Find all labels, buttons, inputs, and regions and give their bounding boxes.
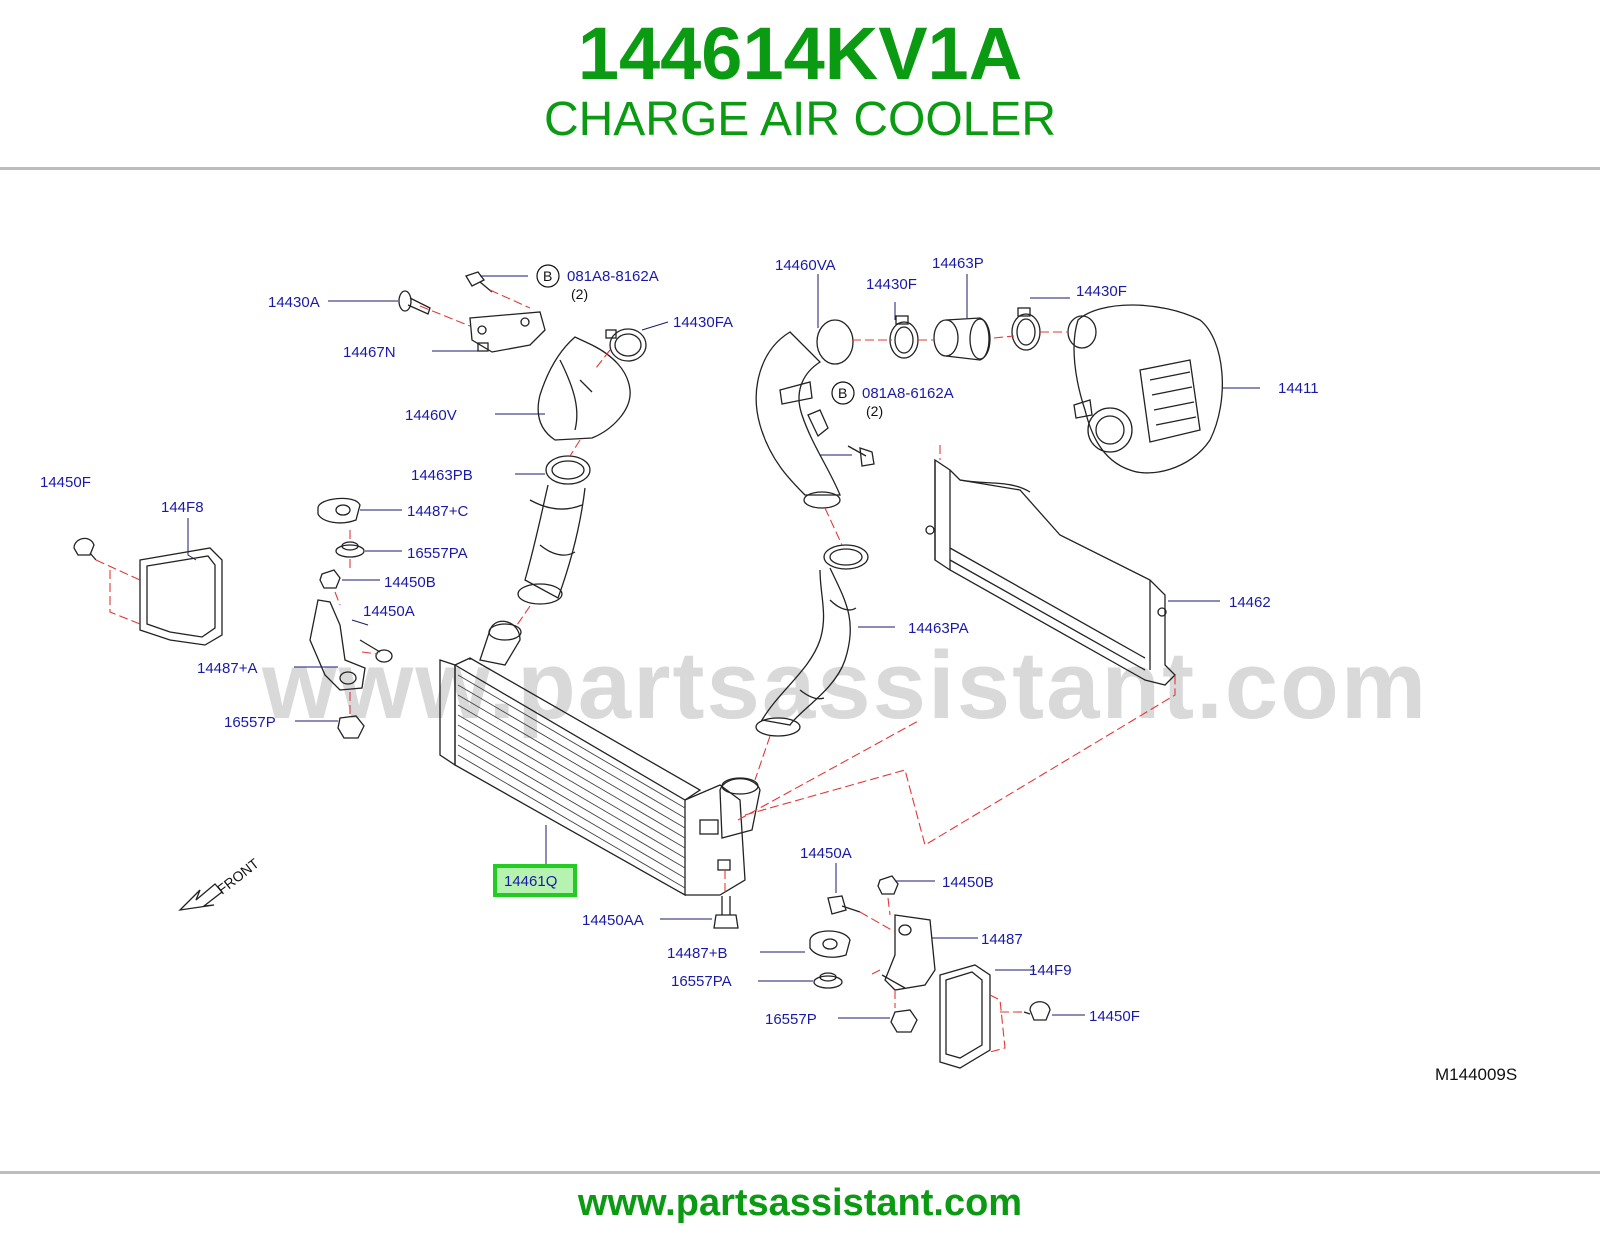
callout-144F9[interactable]: 144F9 — [1029, 962, 1072, 979]
charge-air-cooler-core — [439, 620, 761, 897]
callout-14450B-left[interactable]: 14450B — [384, 574, 436, 591]
callout-14430F-a[interactable]: 14430F — [866, 276, 917, 293]
clamp-14430F-a — [889, 315, 919, 359]
front-arrow — [178, 883, 223, 911]
bolt-symbol-b-top-letter: B — [543, 268, 552, 284]
assembly-lines — [95, 289, 1176, 1053]
callout-16557P-right[interactable]: 16557P — [765, 1011, 817, 1028]
hose-14460V — [537, 336, 631, 441]
callout-14450A-right[interactable]: 14450A — [800, 845, 852, 862]
hose-14460VA — [755, 319, 854, 509]
diagram-reference-code: M144009S — [1435, 1065, 1517, 1084]
clamp-14430F-b — [1011, 307, 1041, 351]
bolt-14450A-right — [827, 895, 861, 915]
highlighted-callout-box[interactable]: 14461Q — [493, 864, 577, 897]
callout-14450AA[interactable]: 14450AA — [582, 912, 644, 929]
nut-14450B-right — [877, 875, 899, 895]
gasket-14487C — [317, 497, 361, 524]
callout-14463PB[interactable]: 14463PB — [411, 467, 473, 484]
callout-14462[interactable]: 14462 — [1229, 594, 1271, 611]
clamp-14430FA — [605, 328, 647, 362]
callout-14463P[interactable]: 14463P — [932, 255, 984, 272]
bolt-081A8-6162A — [807, 409, 875, 467]
callout-14430A[interactable]: 14430A — [268, 294, 320, 311]
callout-16557PA-left[interactable]: 16557PA — [407, 545, 468, 562]
watermark-text: www.partsassistant.com — [261, 632, 1428, 739]
clamp-14463PB — [545, 455, 591, 485]
clamp-lower-right — [823, 544, 869, 570]
clip-14450F-left — [73, 537, 97, 561]
callout-14487[interactable]: 14487 — [981, 931, 1023, 948]
callout-081A8-6162A[interactable]: 081A8-6162A — [862, 385, 954, 402]
bushing-16557P-right — [890, 1009, 918, 1033]
bushing-16557PA-left — [335, 541, 365, 558]
part-name-subtitle: CHARGE AIR COOLER — [543, 93, 1057, 146]
nut-14450B-left — [319, 569, 341, 589]
qty-081A8-8162A: (2) — [571, 286, 588, 302]
callout-14460VA[interactable]: 14460VA — [775, 257, 836, 274]
callout-14430F-b[interactable]: 14430F — [1076, 283, 1127, 300]
bushing-16557PA-right — [813, 972, 843, 989]
bushing-16557P-left — [337, 715, 365, 739]
bracket-14487 — [881, 914, 936, 991]
turbocharger-14411 — [1067, 304, 1223, 474]
callout-081A8-8162A[interactable]: 081A8-8162A — [567, 268, 659, 285]
qty-081A8-6162A: (2) — [866, 403, 883, 419]
upper-left-bracket — [469, 311, 546, 353]
callout-14467N[interactable]: 14467N — [343, 344, 396, 361]
bracket-14487A — [309, 599, 393, 691]
clip-14450F-right — [1023, 1001, 1051, 1021]
callout-14487A[interactable]: 14487+A — [197, 660, 257, 677]
air-guide-14462 — [925, 458, 1176, 686]
callout-14460V[interactable]: 14460V — [405, 407, 457, 424]
callout-14411[interactable]: 14411 — [1278, 380, 1319, 397]
coupler-14463P — [933, 317, 991, 361]
front-label: FRONT — [214, 855, 262, 898]
leader-lines — [187, 274, 1260, 1019]
callout-14461Q[interactable]: 14461Q — [504, 873, 557, 890]
callout-14450F-left[interactable]: 14450F — [40, 474, 91, 491]
page-header: 144614KV1A CHARGE AIR COOLER — [0, 0, 1600, 170]
bolt-symbol-b-top: B — [536, 264, 560, 288]
bolt-14450AA — [713, 896, 739, 929]
cooler-fins — [457, 674, 686, 889]
callout-14450A-left[interactable]: 14450A — [363, 603, 415, 620]
gasket-14487B — [809, 930, 851, 958]
callout-16557P-left[interactable]: 16557P — [224, 714, 276, 731]
callout-14430FA[interactable]: 14430FA — [673, 314, 733, 331]
seal-144F9 — [939, 964, 991, 1069]
callout-14487B[interactable]: 14487+B — [667, 945, 727, 962]
bolt-symbol-b-right: B — [831, 381, 855, 405]
bottom-divider — [0, 1171, 1600, 1174]
callout-16557PA-right[interactable]: 16557PA — [671, 973, 732, 990]
callout-14487C[interactable]: 14487+C — [407, 503, 468, 520]
bolt-081A8-8162A — [465, 271, 493, 293]
parts-diagram: www.partsassistant.com — [40, 255, 1517, 1084]
footer-website-link[interactable]: www.partsassistant.com — [577, 1182, 1023, 1224]
part-number-title: 144614KV1A — [577, 12, 1023, 95]
seal-144F8 — [139, 547, 223, 646]
callout-144F8[interactable]: 144F8 — [161, 499, 204, 516]
callout-14450B-right[interactable]: 14450B — [942, 874, 994, 891]
callout-14450F-right[interactable]: 14450F — [1089, 1008, 1140, 1025]
hose-lower-left — [517, 484, 586, 605]
bolt-14430A — [398, 290, 431, 315]
bolt-symbol-b-right-letter: B — [838, 385, 847, 401]
callout-14463PA[interactable]: 14463PA — [908, 620, 969, 637]
top-divider — [0, 167, 1600, 170]
hose-14463PA — [755, 567, 857, 737]
